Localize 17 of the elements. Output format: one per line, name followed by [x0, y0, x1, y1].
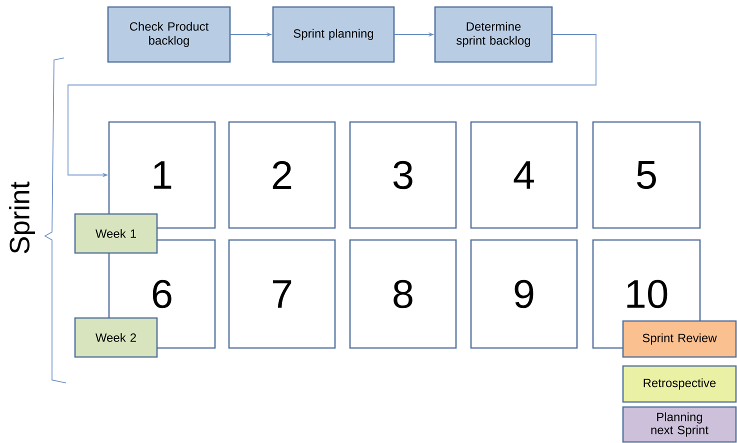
day-box: 5 [592, 121, 701, 229]
event-box: Sprint Review [622, 320, 737, 358]
week-box: Week 2 [74, 317, 158, 358]
event-box: Retrospective [622, 365, 737, 403]
sprint-label: Sprint [8, 182, 36, 254]
day-box: 7 [228, 239, 336, 349]
process-box: Sprint planning [272, 6, 395, 63]
process-box: Check Product backlog [107, 6, 231, 63]
process-box: Determine sprint backlog [434, 6, 553, 63]
event-box: Planning next Sprint [622, 406, 737, 443]
day-box: 9 [470, 239, 578, 349]
day-box: 3 [349, 121, 457, 229]
day-box: 2 [228, 121, 336, 229]
day-box: 4 [470, 121, 578, 229]
day-box: 8 [349, 239, 457, 349]
day-box: 1 [108, 121, 216, 229]
week-box: Week 1 [74, 213, 158, 254]
